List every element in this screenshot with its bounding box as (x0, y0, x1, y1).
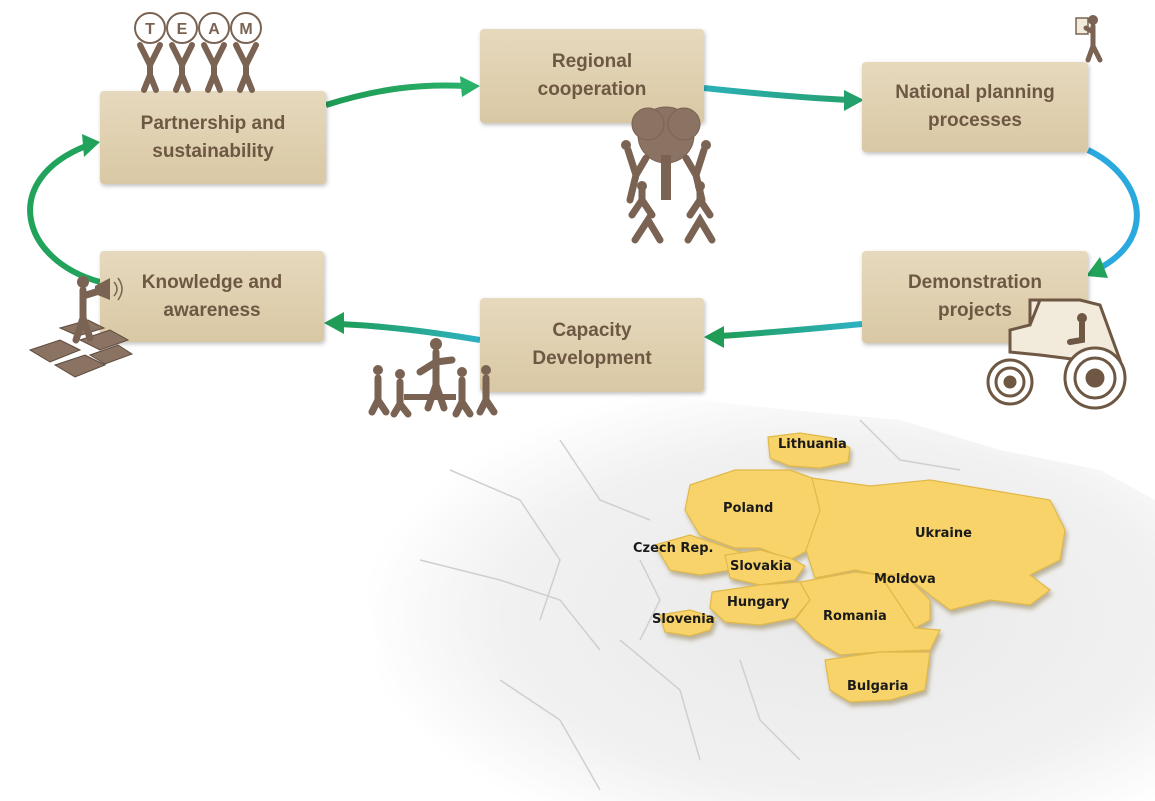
label-ukraine: Ukraine (915, 526, 972, 541)
country-romania (794, 571, 941, 656)
country-borders-grey (419, 419, 961, 791)
country-lithuania (767, 432, 851, 469)
label-hungary: Hungary (727, 595, 790, 610)
highlighted-countries (654, 432, 1066, 703)
tractor-icon (986, 298, 1127, 410)
label-romania: Romania (823, 609, 887, 624)
step-knowledge: Knowledge and awareness (100, 251, 324, 342)
arrow-head-partnership (82, 134, 100, 157)
label-lithuania: Lithuania (778, 437, 847, 452)
step-capacity-label: Capacity Development (532, 320, 652, 369)
country-ukraine (805, 477, 1066, 611)
step-partnership: Partnership and sustainability (100, 91, 326, 184)
label-slovenia: Slovenia (652, 612, 715, 627)
arrow-capacity-to-knowledge (339, 321, 481, 343)
country-slovenia (659, 609, 716, 637)
tree-people-icon (621, 106, 716, 244)
arrow-regional-to-national (703, 85, 851, 103)
arrow-head-demo (1086, 257, 1108, 278)
label-poland: Poland (723, 501, 773, 516)
team-letter-m: M (239, 21, 252, 38)
arrow-head-capacity (704, 326, 724, 348)
step-national: National planning processes (862, 62, 1088, 152)
megaphone-person-icon (28, 276, 134, 378)
country-slovakia (724, 549, 806, 586)
arrow-partnership-to-regional (325, 82, 467, 108)
team-letter-e: E (177, 21, 188, 38)
step-capacity: Capacity Development (480, 298, 704, 392)
arrow-knowledge-to-partnership (27, 143, 101, 285)
arrow-demo-to-capacity (719, 321, 863, 339)
team-letter-t: T (145, 21, 155, 38)
label-bulgaria: Bulgaria (847, 679, 908, 694)
step-national-label: National planning processes (895, 82, 1055, 131)
team-letter-a: A (208, 21, 220, 38)
label-moldova: Moldova (874, 572, 936, 587)
arrow-head-national (844, 90, 864, 111)
arrow-head-knowledge (324, 312, 344, 334)
team-icon: T E A M (134, 12, 262, 93)
arrow-head-regional (460, 76, 480, 97)
country-labels: Lithuania Poland Ukraine Czech Rep. Slov… (633, 437, 972, 694)
meeting-group-icon (368, 338, 498, 418)
label-czech: Czech Rep. (633, 541, 713, 556)
presenter-icon (1075, 15, 1103, 63)
step-partnership-label: Partnership and sustainability (140, 112, 286, 162)
label-slovakia: Slovakia (730, 559, 792, 574)
country-poland (684, 469, 821, 561)
step-knowledge-label: Knowledge and awareness (141, 271, 283, 321)
country-bulgaria (824, 651, 931, 703)
step-demonstration-label: Demonstration projects (907, 272, 1043, 321)
arrow-national-to-demo (1086, 147, 1140, 271)
step-regional-label: Regional cooperation (537, 51, 647, 100)
country-hungary (709, 581, 811, 626)
